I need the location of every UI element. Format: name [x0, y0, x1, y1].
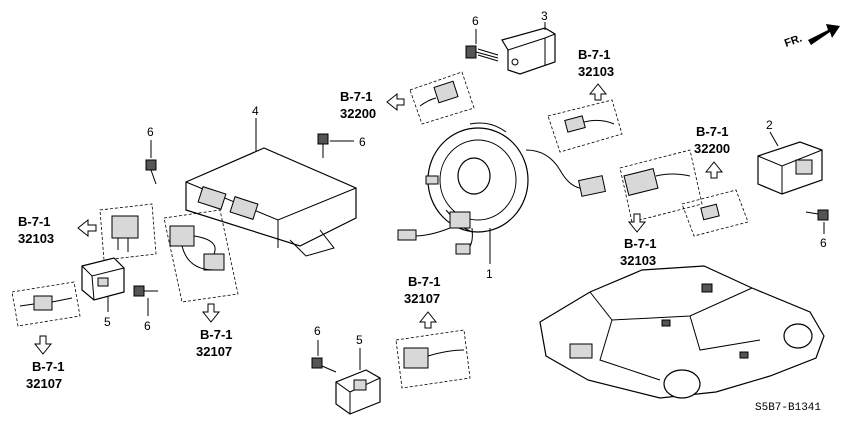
bracket-part-3[interactable]: 3: [501, 9, 556, 75]
callout-part-3: 3: [541, 9, 548, 23]
reference-code: 32103: [620, 253, 656, 268]
callout-part-2: 2: [766, 118, 773, 132]
reference-32107-center-left[interactable]: B-7-1 32107: [196, 303, 233, 359]
bolt-part-6-unit-right[interactable]: 6: [317, 133, 366, 158]
reference-page: B-7-1: [18, 214, 51, 229]
reference-page: B-7-1: [578, 47, 611, 62]
up-arrow-icon: [588, 83, 608, 101]
bolt-part-6-right[interactable]: 6: [805, 209, 829, 250]
reference-code: 32107: [26, 376, 62, 391]
callout-part-5-left: 5: [104, 315, 111, 329]
reference-code: 32200: [694, 141, 730, 156]
bracket-part-2[interactable]: 2: [757, 118, 823, 195]
bolt-part-6-unit-left[interactable]: 6: [145, 125, 157, 185]
reference-page: B-7-1: [200, 327, 233, 342]
reference-32200-right[interactable]: B-7-1 32200: [694, 124, 730, 179]
left-arrow-icon: [386, 92, 405, 112]
callout-part-6-unit-left: 6: [147, 125, 154, 139]
bolt-part-6-top[interactable]: 6: [465, 14, 499, 62]
callout-part-6-right: 6: [820, 236, 827, 250]
left-arrow-icon: [77, 218, 97, 238]
reference-page: B-7-1: [32, 359, 65, 374]
reference-code: 32107: [404, 291, 440, 306]
connector-box-center-right: [619, 149, 703, 223]
connector-box-harness: [163, 209, 239, 303]
reference-page: B-7-1: [624, 236, 657, 251]
callout-part-1: 1: [486, 267, 493, 281]
vehicle-illustration: [539, 265, 825, 399]
cable-reel-part-1[interactable]: 1: [397, 122, 606, 281]
callout-part-6-top: 6: [472, 14, 479, 28]
front-direction-indicator: FR.: [783, 24, 840, 50]
reference-32103-left[interactable]: B-7-1 32103: [18, 214, 97, 246]
bolt-part-6-lower-left[interactable]: 6: [133, 285, 158, 333]
reference-page: B-7-1: [340, 89, 373, 104]
sensor-part-5-left[interactable]: 5: [81, 257, 125, 329]
reference-32103-top[interactable]: B-7-1 32103: [578, 47, 614, 101]
callout-part-6-unit-right: 6: [359, 135, 366, 149]
callout-part-6-lower-left: 6: [144, 319, 151, 333]
connector-box-top-left: [409, 71, 475, 125]
down-arrow-icon: [201, 303, 221, 323]
connector-box-right: [681, 189, 749, 237]
diagram-code: S5B7-B1341: [755, 402, 821, 414]
srs-unit-part-4[interactable]: 4: [185, 104, 357, 257]
callout-part-4: 4: [252, 104, 259, 118]
connector-box-bottom-center: [395, 329, 471, 389]
down-arrow-icon: [627, 213, 647, 233]
connector-box-top-right: [547, 99, 623, 153]
reference-code: 32103: [578, 64, 614, 79]
reference-32103-center-right[interactable]: B-7-1 32103: [620, 213, 657, 268]
reference-code: 32103: [18, 231, 54, 246]
callout-part-5-center: 5: [356, 333, 363, 347]
sensor-part-5-center[interactable]: 5: [335, 333, 381, 415]
reference-32107-center[interactable]: B-7-1 32107: [404, 274, 441, 329]
down-arrow-icon: [33, 335, 53, 355]
up-arrow-icon: [418, 311, 438, 329]
connector-box-bottom-left: [11, 281, 81, 327]
front-arrow-icon: [808, 24, 840, 45]
reference-32200-left[interactable]: B-7-1 32200: [340, 89, 405, 121]
bolt-part-6-bottom-center[interactable]: 6: [311, 324, 337, 373]
connector-box-left: [99, 203, 157, 261]
reference-page: B-7-1: [408, 274, 441, 289]
front-direction-label: FR.: [783, 32, 804, 49]
up-arrow-icon: [704, 161, 724, 179]
reference-code: 32200: [340, 106, 376, 121]
reference-code: 32107: [196, 344, 232, 359]
reference-page: B-7-1: [696, 124, 729, 139]
callout-part-6-bottom-center: 6: [314, 324, 321, 338]
reference-32107-bottom-left[interactable]: B-7-1 32107: [26, 335, 65, 391]
